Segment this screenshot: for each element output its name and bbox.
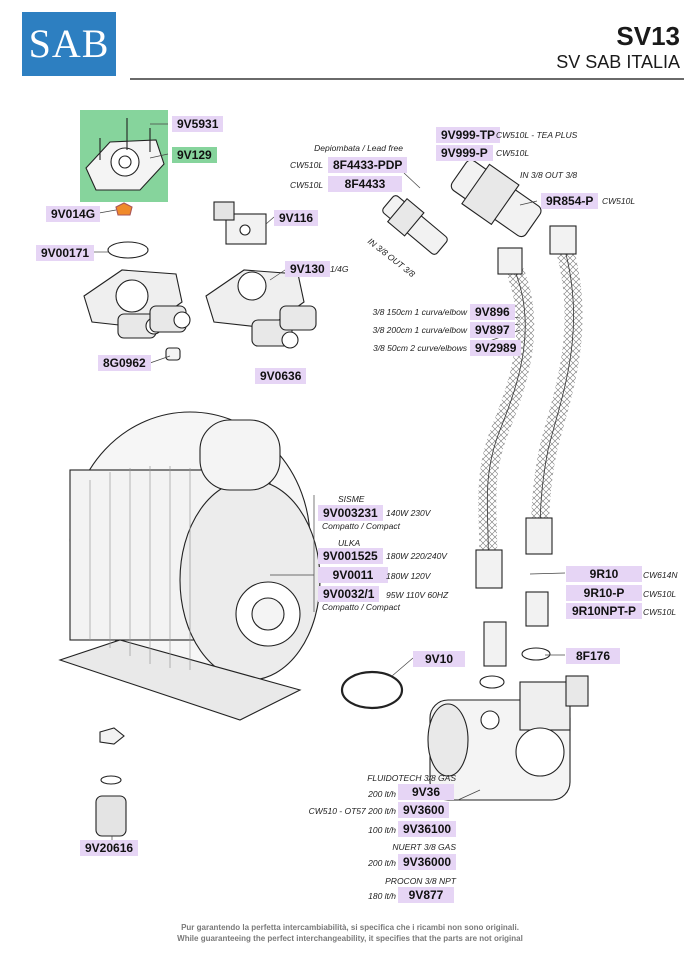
part-label-9v10: 9V10	[413, 651, 465, 667]
note-sisme: SISME	[338, 494, 365, 504]
hose-nut-1	[497, 247, 523, 275]
note-in-out-nipple: IN 3/8 OUT 3/8	[520, 170, 578, 180]
note-ulka: ULKA	[338, 538, 361, 548]
part-label-9v897: 9V897	[470, 322, 515, 338]
note-9v36-rate: 200 lt/h	[368, 789, 396, 799]
disclaimer-footer: Pur garantendo la perfetta intercambiabi…	[0, 922, 700, 944]
part-label-9v3600: 9V3600	[398, 802, 450, 818]
impeller-icon	[115, 202, 133, 216]
part-label-9v36: 9V36	[398, 784, 454, 800]
note-compact-2: Compatto / Compact	[322, 602, 400, 612]
note-9r854-p: CW510L	[602, 196, 636, 206]
note-9v003231-spec: 140W 230V	[386, 508, 431, 518]
note-compact-1: Compatto / Compact	[322, 521, 400, 531]
part-label-9v00171: 9V00171	[36, 245, 95, 261]
part-label-9v130: 9V130	[285, 261, 330, 277]
part-label-9v36000: 9V36000	[398, 854, 457, 870]
part-label-9v129: 9V129	[172, 147, 217, 163]
note-fluidotech: FLUIDOTECH 3/8 GAS	[367, 773, 456, 783]
part-label-9v20616: 9V20616	[80, 840, 139, 856]
note-cw510l-8f4433: CW510L	[290, 180, 324, 190]
header-divider	[130, 78, 684, 80]
part-label-9v2989: 9V2989	[470, 340, 522, 356]
note-9v0011-spec: 180W 120V	[386, 571, 431, 581]
part-label-8f176: 8F176	[566, 648, 620, 664]
note-9v999-p: CW510L	[496, 148, 530, 158]
part-label-9v36100: 9V36100	[398, 821, 457, 837]
note-cw510l-pdp: CW510L	[290, 160, 324, 170]
nut-icon	[99, 727, 125, 745]
model-subtitle: SV SAB ITALIA	[556, 52, 680, 72]
gasket-icon	[521, 647, 551, 661]
part-label-9r10: 9R10	[566, 566, 642, 582]
note-depiombata: Depiombata / Lead free	[314, 143, 403, 153]
part-label-9v896: 9V896	[470, 304, 515, 320]
part-label-9v0636: 9V0636	[255, 368, 307, 384]
oring-icon	[107, 241, 149, 259]
disclaimer-english: While guaranteeing the perfect interchan…	[177, 934, 523, 943]
note-9v896: 3/8 150cm 1 curva/elbow	[372, 307, 468, 317]
part-label-9v0032-1: 9V0032/1	[318, 586, 380, 602]
note-9v36000-rate: 200 lt/h	[368, 858, 396, 868]
part-label-9v014g: 9V014G	[46, 206, 101, 222]
rubber-mount	[95, 795, 127, 837]
note-9r10-p: CW510L	[643, 589, 677, 599]
note-procon: PROCON 3/8 NPT	[385, 876, 456, 886]
part-label-9v5931: 9V5931	[172, 116, 224, 132]
part-label-9v0011: 9V0011	[318, 567, 388, 583]
part-label-9v877: 9V877	[398, 887, 454, 903]
note-9v0032-1-spec: 95W 110V 60HZ	[386, 590, 449, 600]
note-9v36100-rate: 100 lt/h	[368, 825, 396, 835]
braided-hose-2	[531, 237, 583, 541]
note-9v130: 1/4G	[330, 264, 349, 274]
note-9v877-rate: 180 lt/h	[368, 891, 396, 901]
note-9r10npt-p: CW510L	[643, 607, 677, 617]
note-tea-plus: CW510L - TEA PLUS	[496, 130, 578, 140]
note-9v897: 3/8 200cm 1 curva/elbow	[372, 325, 468, 335]
note-9v3600: CW510 - OT57 200 lt/h	[308, 806, 396, 816]
model-title: SV13	[616, 21, 680, 51]
part-label-9r854-p: 9R854-P	[541, 193, 599, 209]
nipple-9r10	[483, 621, 507, 667]
pump-head	[427, 675, 589, 801]
part-label-8f4433: 8F4433	[328, 176, 402, 192]
note-nuert: NUERT 3/8 GAS	[392, 842, 456, 852]
part-label-9v003231: 9V003231	[318, 505, 383, 521]
lead-free-fitting	[382, 195, 448, 255]
part-label-9v116: 9V116	[274, 210, 319, 226]
note-9v2989: 3/8 50cm 2 curve/elbows	[372, 343, 467, 353]
part-label-9r10npt-p: 9R10NPT-P	[566, 603, 642, 619]
part-label-8g0962: 8G0962	[98, 355, 151, 371]
part-label-8f4433-pdp: 8F4433-PDP	[328, 157, 408, 173]
disclaimer-italian: Pur garantendo la perfetta intercambiabi…	[181, 923, 519, 932]
part-label-9r10-p: 9R10-P	[566, 585, 642, 601]
nipple-fitting	[450, 159, 542, 238]
small-fitting	[165, 347, 181, 361]
part-label-9v999-tp: 9V999-TP	[436, 127, 501, 143]
clamp-icon	[340, 670, 404, 710]
sab-logo: SAB	[22, 12, 116, 76]
part-label-9v999-p: 9V999-P	[436, 145, 493, 161]
washer-icon	[100, 775, 122, 785]
note-9r10: CW614N	[643, 570, 678, 580]
part-label-9v001525: 9V001525	[318, 548, 383, 564]
note-9v001525-spec: 180W 220/240V	[386, 551, 447, 561]
